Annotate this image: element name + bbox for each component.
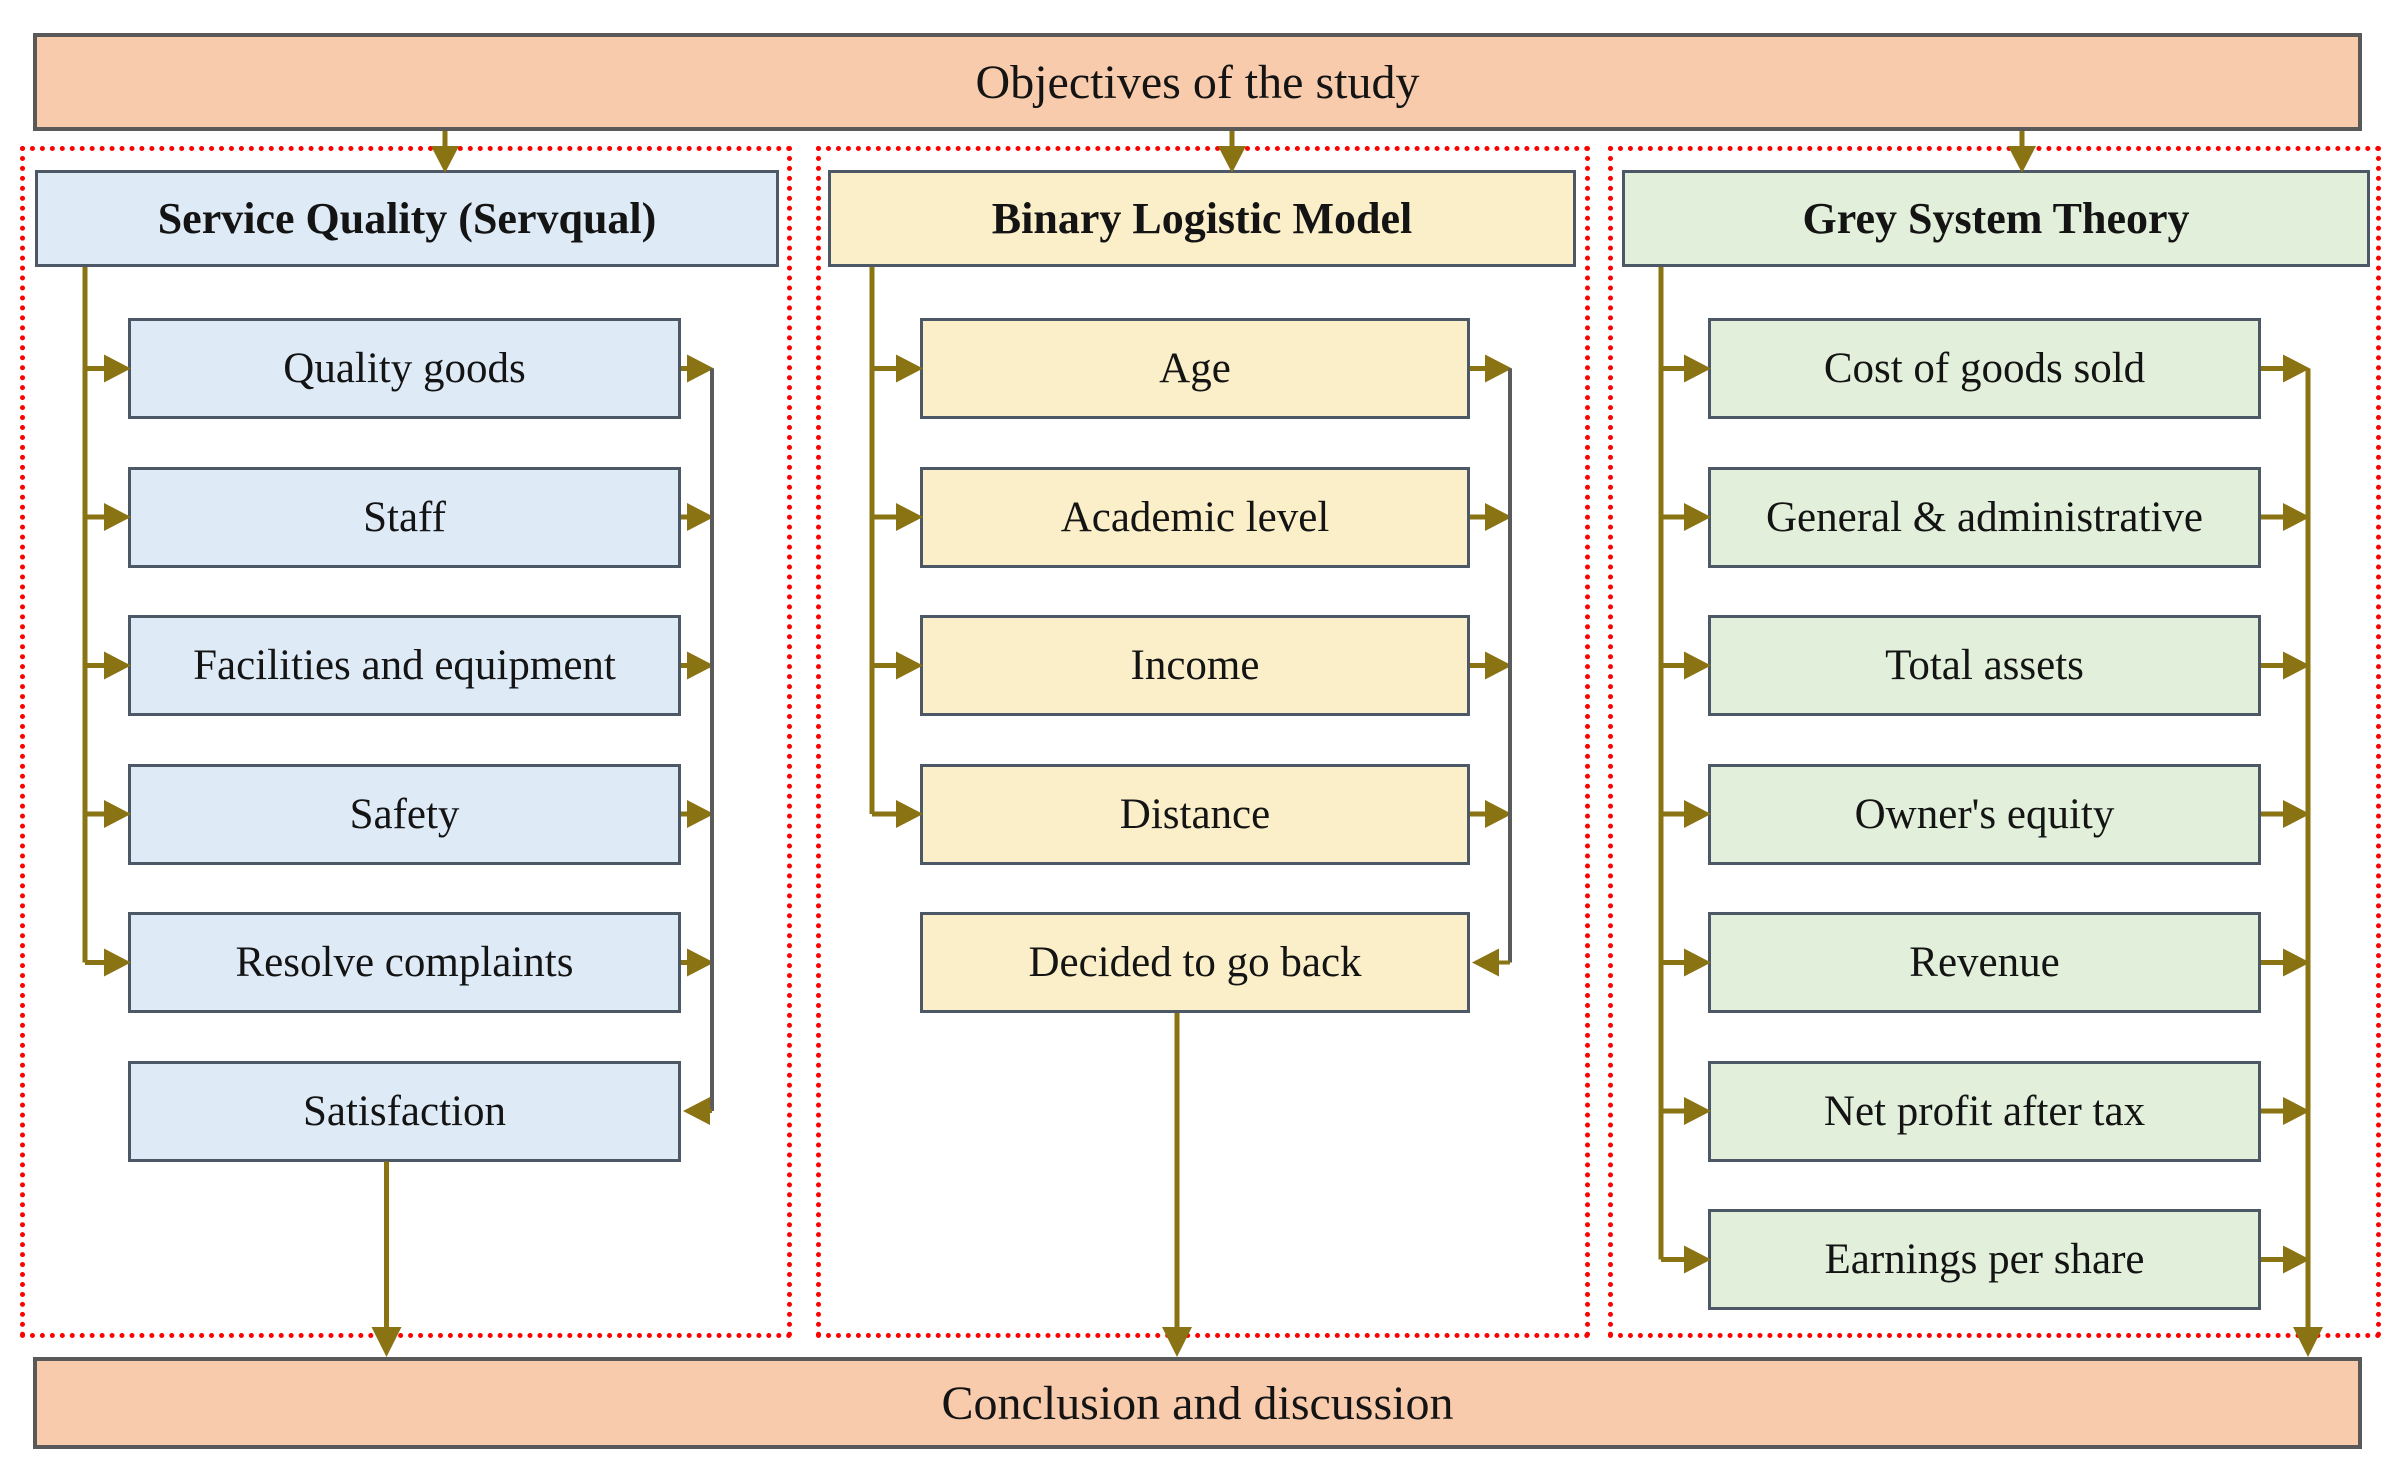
column-header-label: Grey System Theory [1802, 194, 2190, 243]
flow-box: Resolve complaints [128, 912, 681, 1013]
column-outline-binary-logistic-model [816, 146, 1590, 1338]
flow-box-label: Satisfaction [302, 1087, 506, 1135]
column-header-binary-logistic-model: Binary Logistic Model [828, 170, 1576, 267]
flow-box-label: Cost of goods sold [1823, 345, 2146, 392]
flow-box: Age [920, 318, 1470, 419]
flow-box-label: Quality goods [283, 345, 526, 392]
flow-box-label: Distance [1119, 790, 1271, 838]
flow-box-label: Earnings per share [1824, 1236, 2145, 1283]
flow-box-label: Owner's equity [1854, 790, 2115, 838]
flow-box: Earnings per share [1708, 1209, 2261, 1310]
flow-box: Owner's equity [1708, 763, 2261, 865]
flow-box-label: Income [1130, 642, 1260, 689]
column-outline-servqual [20, 146, 792, 1338]
column-header-grey-system-theory: Grey System Theory [1622, 170, 2370, 267]
flow-box-label: Staff [363, 493, 446, 541]
column-header-label: Binary Logistic Model [991, 194, 1413, 243]
flow-box: Total assets [1708, 615, 2261, 716]
flow-box: Distance [920, 763, 1470, 865]
conclusion-bar: Conclusion and discussion [33, 1357, 2362, 1449]
column-header-servqual: Service Quality (Servqual) [35, 170, 779, 267]
flow-box-label: Revenue [1909, 939, 2060, 986]
flow-box-label: Decided to go back [1028, 939, 1362, 986]
flow-box-label: Net profit after tax [1823, 1087, 2146, 1135]
flow-box: Income [920, 615, 1470, 716]
flow-box-label: General & administrative [1765, 493, 2203, 541]
flow-box-label: Safety [349, 790, 460, 838]
flow-box: Quality goods [128, 318, 681, 419]
objectives-bar: Objectives of the study [33, 33, 2362, 131]
objectives-bar-label: Objectives of the study [975, 55, 1420, 109]
flow-box-label: Academic level [1060, 493, 1330, 541]
column-header-label: Service Quality (Servqual) [157, 194, 657, 243]
flow-box-label: Age [1159, 345, 1231, 392]
flow-box-label: Resolve complaints [235, 939, 574, 986]
flow-box: Net profit after tax [1708, 1060, 2261, 1162]
flow-box: Facilities and equipment [128, 615, 681, 716]
flow-box: Staff [128, 466, 681, 568]
flow-box: Academic level [920, 466, 1470, 568]
flow-box: Decided to go back [920, 912, 1470, 1013]
flow-box: Revenue [1708, 912, 2261, 1013]
flow-box-label: Facilities and equipment [193, 642, 616, 689]
conclusion-bar-label: Conclusion and discussion [941, 1376, 1454, 1430]
flow-box: Safety [128, 763, 681, 865]
flow-box: Cost of goods sold [1708, 318, 2261, 419]
flow-box: General & administrative [1708, 466, 2261, 568]
flow-box-label: Total assets [1885, 642, 2084, 689]
flow-box: Satisfaction [128, 1060, 681, 1162]
column-outline-grey-system-theory [1608, 146, 2381, 1338]
